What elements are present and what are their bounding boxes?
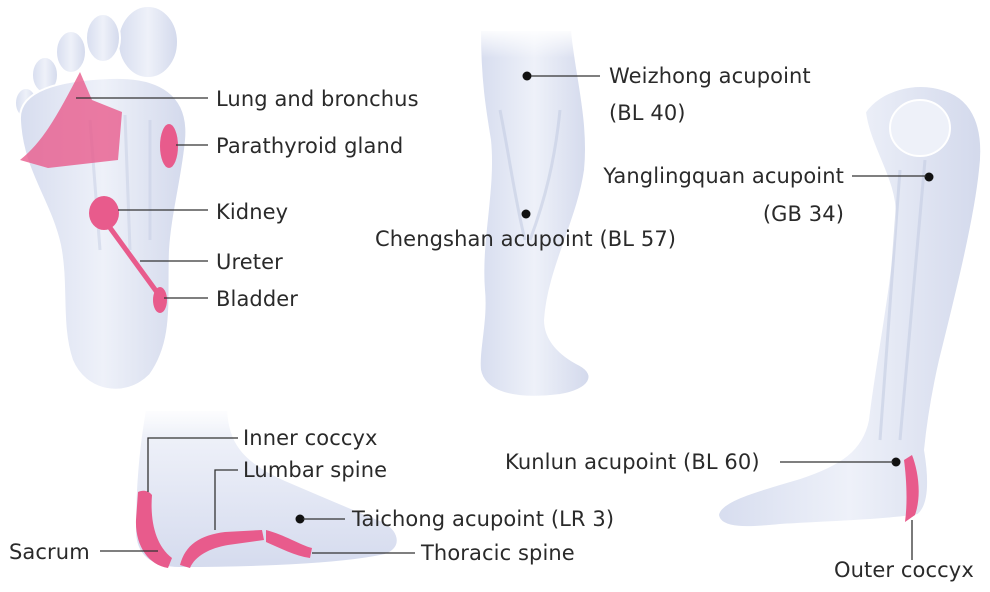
label-outer-coccyx: Outer coccyx — [834, 558, 974, 582]
calf-outline — [480, 30, 590, 397]
weizhong-point — [523, 72, 532, 81]
label-inner-coccyx: Inner coccyx — [243, 426, 378, 450]
back-of-leg — [470, 28, 590, 397]
kidney-zone — [89, 196, 119, 230]
label-yanglingquan: Yanglingquan acupoint — [603, 164, 844, 188]
knee-cap — [890, 100, 950, 156]
label-weizhong-code: (BL 40) — [609, 101, 686, 125]
parathyroid-zone — [160, 124, 178, 168]
label-taichong: Taichong acupoint (LR 3) — [352, 507, 614, 531]
label-weizhong: Weizhong acupoint — [609, 64, 811, 88]
big-toe — [118, 6, 178, 78]
second-toe — [86, 14, 120, 62]
label-ureter: Ureter — [216, 250, 283, 274]
label-kidney: Kidney — [216, 200, 288, 224]
inner-foot-fade — [130, 405, 240, 435]
bladder-zone — [153, 287, 167, 313]
label-sacrum: Sacrum — [9, 540, 90, 564]
label-yanglingquan-code: (GB 34) — [763, 202, 844, 226]
chengshan-point — [522, 210, 531, 219]
label-kunlun: Kunlun acupoint (BL 60) — [505, 450, 760, 474]
sole-of-foot — [15, 6, 186, 390]
yanglingquan-point — [925, 173, 934, 182]
label-lung-bronchus: Lung and bronchus — [216, 87, 419, 111]
calf-fade — [470, 28, 590, 58]
label-chengshan: Chengshan acupoint (BL 57) — [375, 227, 676, 251]
label-parathyroid-gland: Parathyroid gland — [216, 134, 403, 158]
third-toe — [56, 31, 86, 73]
label-lumbar-spine: Lumbar spine — [243, 458, 387, 482]
label-bladder: Bladder — [216, 287, 298, 311]
label-thoracic-spine: Thoracic spine — [421, 541, 575, 565]
